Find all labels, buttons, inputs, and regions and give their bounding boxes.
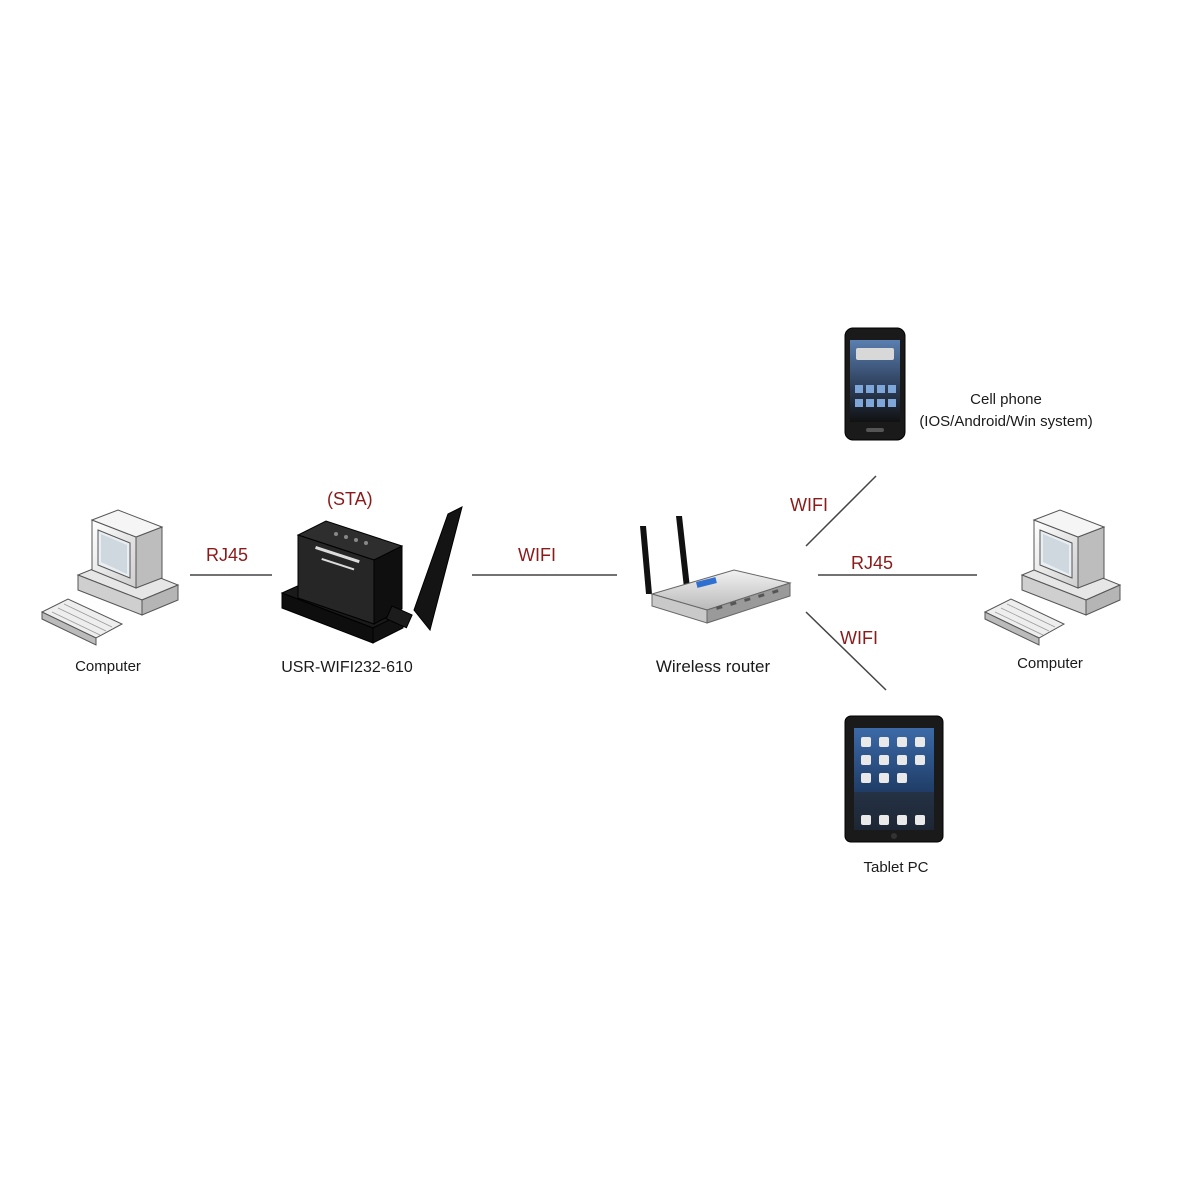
label-computer-left: Computer — [75, 658, 141, 675]
label-tablet: Tablet PC — [863, 859, 928, 876]
link-label-server-mode: (STA) — [327, 489, 373, 510]
link-label-server-router: WIFI — [518, 545, 556, 566]
label-cell-phone-line1: Cell phone — [970, 391, 1042, 408]
label-server-device: USR-WIFI232-610 — [281, 659, 413, 677]
cell-phone-icon — [845, 328, 905, 440]
link-label-router-phone: WIFI — [790, 495, 828, 516]
computer-left-icon — [42, 510, 178, 645]
label-cell-phone-line2: (IOS/Android/Win system) — [919, 413, 1092, 430]
link-label-pc-server: RJ45 — [206, 545, 248, 566]
link-label-router-tablet: WIFI — [840, 628, 878, 649]
label-computer-right: Computer — [1017, 655, 1083, 672]
tablet-icon — [845, 716, 943, 842]
router-icon — [640, 516, 790, 623]
computer-right-icon — [985, 510, 1120, 645]
server-device-icon — [282, 507, 462, 643]
label-router: Wireless router — [656, 657, 770, 677]
line-router-to-tablet — [806, 612, 886, 690]
link-label-router-pc: RJ45 — [851, 553, 893, 574]
